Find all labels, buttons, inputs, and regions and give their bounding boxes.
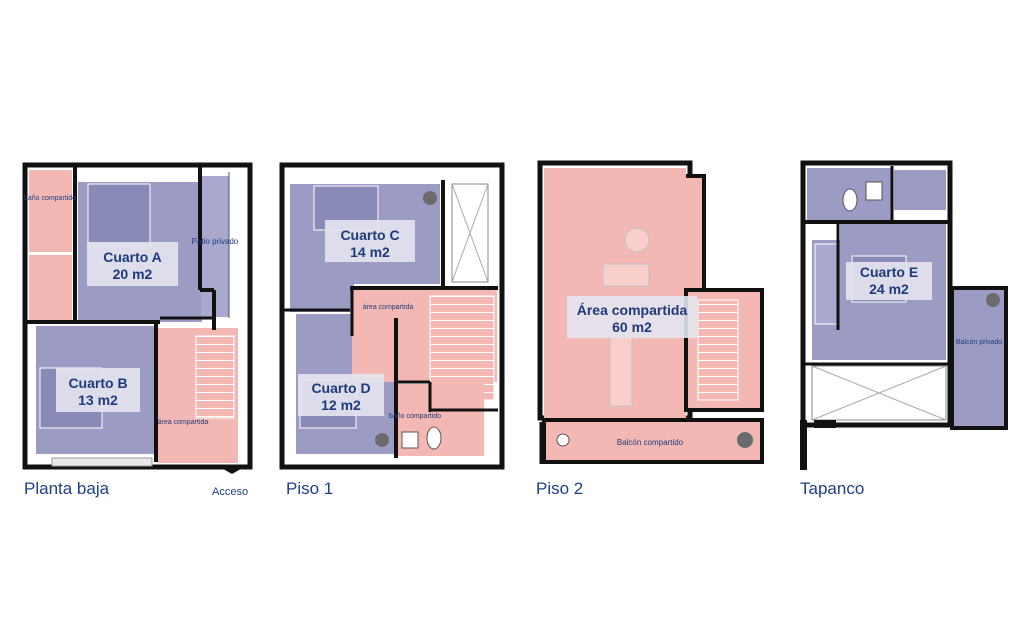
room-name: Cuarto C <box>340 227 399 243</box>
room-name: Cuarto D <box>311 380 370 396</box>
room-name: Área compartida <box>577 302 688 318</box>
access-arrow-icon <box>218 466 246 474</box>
toilet-icon <box>426 426 442 450</box>
stairs-steps <box>698 300 738 400</box>
bath-label: baño compartido <box>24 195 76 202</box>
floor-tapanco: Cuarto E 24 m2 Balcón privado <box>800 160 1008 470</box>
bath-area <box>29 170 72 252</box>
room-label-box <box>87 242 178 286</box>
plant-icon <box>423 191 437 205</box>
table-icon <box>624 227 650 253</box>
room-name: Cuarto A <box>103 249 162 265</box>
sink-icon <box>401 431 419 449</box>
room-label-box <box>846 262 932 300</box>
floor-caption: Tapanco <box>800 479 865 498</box>
bath-label: baño compartido <box>389 413 441 420</box>
room-area: 14 m2 <box>350 244 390 260</box>
room-name: Cuarto E <box>860 264 918 280</box>
room-label-box <box>325 220 415 262</box>
stairs-steps <box>430 296 494 400</box>
floor-piso-2: Área compartida 60 m2 Balcón compartido <box>537 160 764 464</box>
bed <box>87 183 151 247</box>
floor-caption: Piso 2 <box>536 479 584 498</box>
room-name: Cuarto B <box>68 375 127 391</box>
balcony-area <box>950 286 1008 430</box>
sink-icon <box>865 181 883 201</box>
floor-caption: Piso 1 <box>286 479 334 498</box>
toilet-icon <box>842 188 858 212</box>
access-label: Acceso <box>212 486 249 498</box>
room-area: 24 m2 <box>869 281 909 297</box>
room-area: 13 m2 <box>78 392 118 408</box>
balcony-label: Balcón compartido <box>617 438 684 447</box>
balcony-label: Balcón privado <box>956 339 1002 346</box>
room-label-box <box>56 368 140 412</box>
balcony-area <box>542 418 764 464</box>
room-label-box <box>298 374 384 416</box>
plant-icon <box>986 293 1000 307</box>
plant-icon <box>375 433 389 447</box>
kitchen-area <box>29 255 72 321</box>
plant-icon <box>556 433 570 447</box>
shared-label: área compartida <box>158 419 209 426</box>
room-area: 60 m2 <box>612 319 652 335</box>
floor-planta-baja: Cuarto A 20 m2 Cuarto B 13 m2 baño compa… <box>22 162 253 474</box>
counter-icon <box>609 335 633 407</box>
corridor-area <box>290 284 354 312</box>
room-area: 20 m2 <box>113 266 153 282</box>
patio-label: Patio privado <box>192 237 239 246</box>
room-area: 12 m2 <box>321 397 361 413</box>
floor-piso-1: Cuarto C 14 m2 Cuarto D 12 m2 área compa… <box>279 162 505 470</box>
stairs <box>814 243 840 325</box>
floor-caption: Planta baja <box>24 479 110 498</box>
sofa-icon <box>602 263 650 287</box>
stairs-steps <box>196 336 234 418</box>
plant-icon <box>737 432 753 448</box>
room-label-box <box>567 296 697 338</box>
shared-label: área compartida <box>363 304 414 311</box>
